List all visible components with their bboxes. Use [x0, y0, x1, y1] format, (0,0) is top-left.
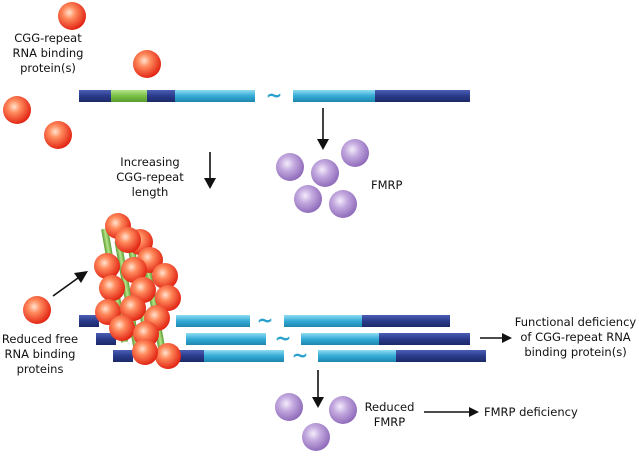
binding-proteins-label: CGG-repeat RNA binding protein(s)	[12, 31, 84, 75]
binding-protein	[133, 50, 161, 78]
increasing-length-label: Increasing CGG-repeat length	[116, 155, 184, 199]
fmrp-cluster	[276, 139, 369, 218]
cgg-repeat-segment	[111, 90, 147, 102]
gap-tilde: ~	[275, 326, 292, 350]
mrna-segment	[147, 90, 175, 102]
fmrp-deficiency-label: FMRP deficiency	[484, 405, 578, 419]
gap-tilde: ~	[257, 308, 274, 332]
fmrp-protein	[329, 190, 357, 218]
coding-segment	[175, 90, 255, 102]
reduced-translation-arrow	[312, 370, 324, 408]
binding-protein	[44, 121, 72, 149]
fmrp-protein	[311, 159, 339, 187]
sequestration-arrow	[52, 271, 88, 297]
fmrp-protein	[329, 396, 357, 424]
fmrp-label: FMRP	[371, 178, 403, 192]
mrna-5utr-segment	[79, 90, 111, 102]
gap-tilde: ~	[292, 343, 309, 367]
fmrp-protein	[302, 423, 330, 451]
functional-deficiency-arrow	[480, 333, 512, 343]
functional-deficiency-label: Functional deficiency of CGG-repeat RNA …	[514, 315, 637, 359]
expanded-mrna-1: ~	[79, 308, 450, 332]
translation-arrow	[317, 108, 329, 150]
fmrp-protein	[341, 139, 369, 167]
mrna-3utr-segment	[375, 90, 470, 102]
normal-mrna: ~	[79, 83, 470, 107]
reduced-fmrp-cluster	[275, 393, 357, 451]
expanded-mrna-2: ~	[96, 326, 470, 350]
fmrp-protein	[294, 185, 322, 213]
fmrp-deficiency-arrow	[424, 407, 479, 417]
reduced-fmrp-label: Reduced FMRP	[364, 400, 415, 429]
binding-protein	[3, 96, 31, 124]
binding-protein	[58, 2, 86, 30]
gap-tilde: ~	[266, 83, 283, 107]
sequestered-binding-proteins	[94, 213, 181, 369]
reduced-free-label: Reduced free RNA binding proteins	[1, 332, 79, 376]
fmrp-protein	[275, 393, 303, 421]
fmrp-protein	[276, 153, 304, 181]
free-binding-proteins	[3, 2, 161, 149]
increasing-length-arrow	[204, 152, 216, 189]
free-binding-protein	[23, 296, 51, 324]
expanded-mrna-3: ~	[113, 343, 486, 367]
coding-segment	[293, 90, 375, 102]
